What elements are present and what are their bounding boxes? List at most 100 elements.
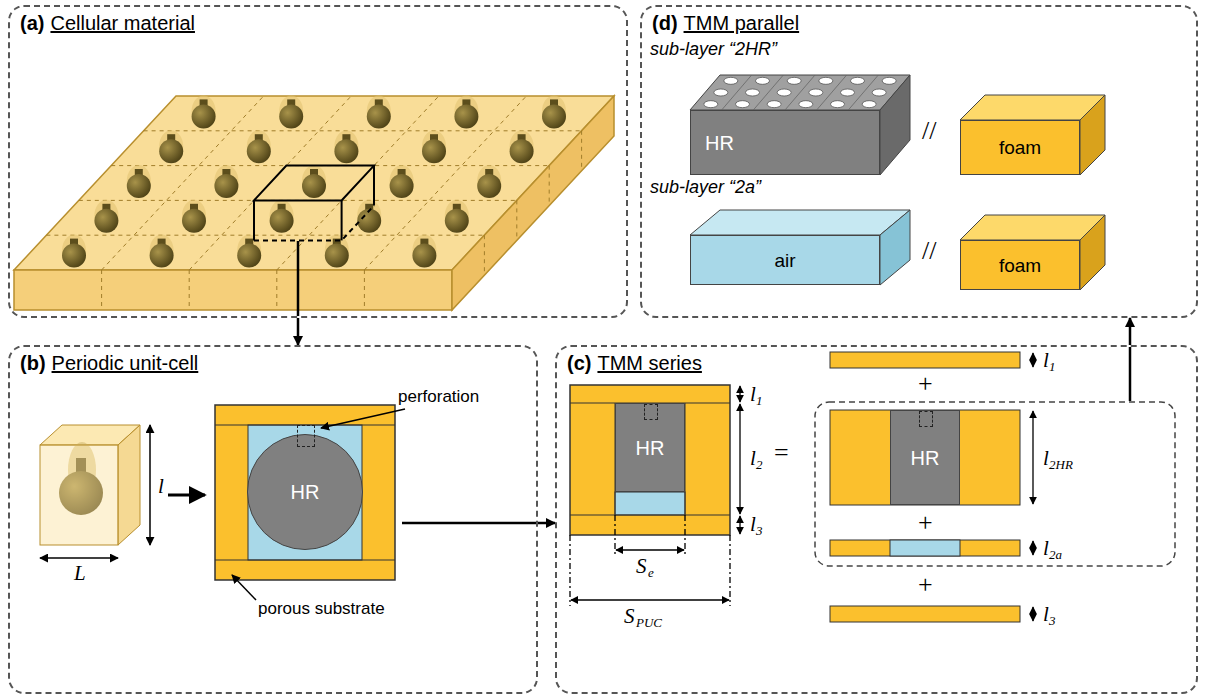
- resonator-sphere: [62, 244, 86, 268]
- perforation-mark: [297, 425, 315, 447]
- resonator-sphere: [454, 104, 478, 128]
- resonator-sphere: [542, 104, 566, 128]
- unit-cell-highlight: [254, 166, 374, 316]
- unit-cell-highlight: [253, 200, 255, 240]
- resonator-sphere: [214, 174, 238, 198]
- resonator-sphere: [390, 174, 414, 198]
- panel-letter: (d): [652, 12, 678, 34]
- resonator-cylinder: [182, 200, 206, 232]
- dimension-subscript: 2a: [1049, 548, 1062, 561]
- grid-line: [102, 96, 264, 270]
- series-section: [615, 492, 685, 515]
- dimension-subscript: 2: [756, 458, 763, 471]
- series-section: [570, 515, 730, 516]
- perforation-mark: [644, 404, 658, 420]
- perforation-hole: [882, 77, 896, 84]
- panel-heading: Periodic unit-cell: [52, 352, 199, 374]
- unit-cell-cube: [149, 425, 151, 545]
- dimension-lines: [614, 515, 615, 556]
- resonator-cylinder: [477, 165, 501, 197]
- dimension-lines: [1032, 541, 1033, 555]
- dimension-lines: [616, 549, 684, 550]
- grid-line: [549, 166, 550, 206]
- panel-heading: TMM series: [597, 352, 701, 374]
- slab-grid: [46, 95, 581, 310]
- resonator-sphere: [247, 139, 271, 163]
- dimension-subscript: 3: [1049, 614, 1056, 627]
- perforation-hole: [777, 89, 791, 96]
- slab: [14, 96, 614, 310]
- resonator-cylinder: [542, 95, 566, 127]
- flow-arrow: [538, 522, 555, 525]
- dimension-label: S: [624, 606, 635, 627]
- node-label: air: [774, 251, 795, 270]
- series-section: [570, 385, 730, 535]
- resonator-sphere: [159, 139, 183, 163]
- grid-line: [581, 131, 582, 171]
- resonator-cylinder: [94, 200, 118, 232]
- cross-section: [215, 405, 395, 580]
- node-label: HR: [636, 438, 665, 458]
- panel-title: (a)Cellular material: [20, 12, 195, 34]
- resonator-cylinder: [390, 165, 414, 197]
- slab: [14, 270, 452, 310]
- resonator-holes: [704, 75, 896, 110]
- parallel-blocks: [1080, 215, 1105, 290]
- unit-cell-highlight: [297, 241, 300, 316]
- resonator-sphere: [150, 244, 174, 268]
- dimension-subscript: 2HR: [1049, 458, 1073, 471]
- node-label: HR: [911, 448, 940, 468]
- panel: (c)TMM seriesHRHR: [555, 345, 1198, 694]
- panel-letter: (a): [20, 12, 44, 34]
- unit-cell-highlight: [341, 200, 343, 240]
- dimension-subscript: 1: [1049, 360, 1056, 373]
- foam-block: foam: [960, 240, 1080, 290]
- unit-cell-highlight: [254, 206, 374, 241]
- perforation-hole: [851, 77, 865, 84]
- resonator-sphere: [279, 104, 303, 128]
- resonator-cylinder: [214, 165, 238, 197]
- parallel-blocks: [690, 210, 910, 235]
- grid-line: [276, 270, 277, 310]
- resonator-cylinder: [62, 235, 86, 267]
- cross-section: [215, 405, 536, 600]
- resonator-box: HR: [615, 403, 685, 492]
- resonator-sphere: [445, 209, 469, 233]
- dimension-label: l: [1043, 448, 1049, 469]
- node-label: HR: [705, 133, 734, 153]
- perforation-hole: [704, 101, 718, 108]
- resonator-cylinder: [510, 130, 534, 162]
- flow-arrow: [1129, 318, 1132, 345]
- parallel-symbol: //: [922, 118, 936, 144]
- resonator-cylinder: [412, 235, 436, 267]
- parallel-symbol: //: [922, 238, 936, 264]
- grid-line: [46, 235, 484, 236]
- dimension-label: l: [1043, 604, 1049, 625]
- perforation-hole: [799, 101, 813, 108]
- perforation-mark: [919, 411, 933, 427]
- unit-cell-cube: [40, 557, 118, 559]
- grid-line: [484, 235, 485, 275]
- resonator-cylinder: [247, 130, 271, 162]
- resonator-layer: HR: [690, 110, 880, 175]
- dimension-lines: [1032, 411, 1033, 504]
- resonator-cylinder: [270, 200, 294, 232]
- cell-divider: [785, 75, 815, 110]
- unit-cell-cube: [40, 425, 205, 558]
- resonator-cylinder: [127, 165, 151, 197]
- dimension-lines: [729, 535, 730, 606]
- unit-cell-cube: [118, 425, 140, 545]
- node-label: foam: [999, 138, 1041, 157]
- perforation-hole: [862, 101, 876, 108]
- series-layers: [830, 540, 1020, 556]
- perforation-hole: [819, 77, 833, 84]
- plus-sign: +: [918, 572, 933, 598]
- dimension-lines: [684, 515, 685, 556]
- resonator-sphere: [302, 174, 326, 198]
- flow-arrow: [297, 318, 300, 345]
- cross-section: [232, 575, 256, 600]
- slab: [14, 96, 614, 270]
- resonator-sphere: [270, 209, 294, 233]
